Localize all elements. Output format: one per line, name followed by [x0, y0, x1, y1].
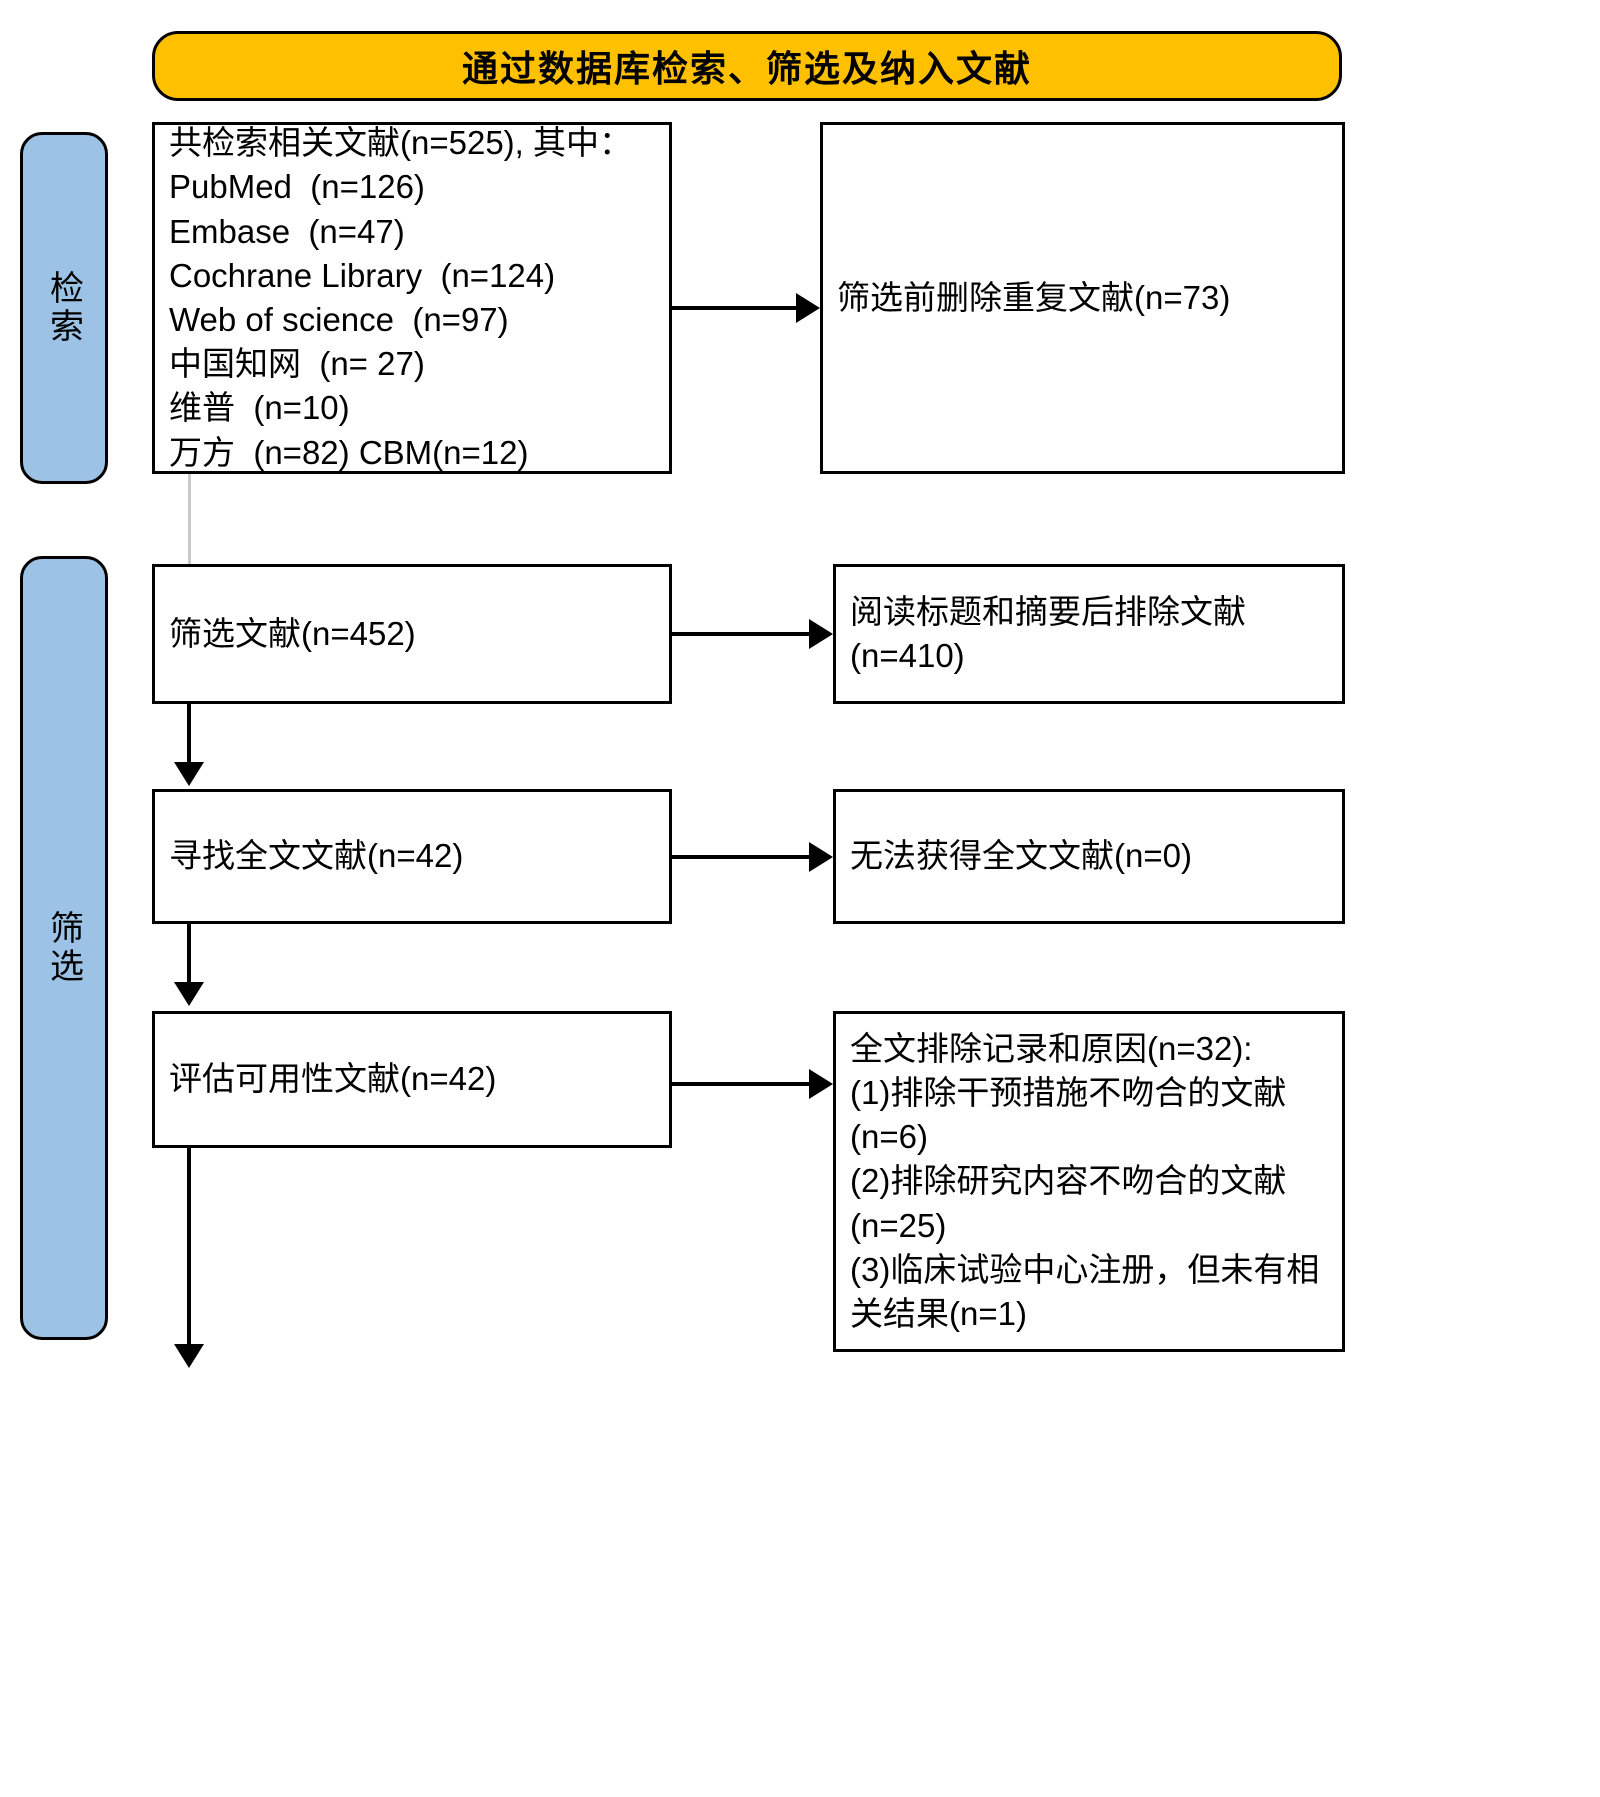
connector-identified-to-duplicates [672, 306, 798, 310]
box-records-identified: 共检索相关文献(n=525), 其中： PubMed (n=126) Embas… [152, 122, 672, 474]
box-fulltext-excluded: 全文排除记录和原因(n=32): (1)排除干预措施不吻合的文献(n=6) (2… [833, 1011, 1345, 1352]
connector-screened-to-sought [187, 704, 191, 766]
arrowhead-assessed-to-included [174, 1344, 204, 1368]
box-duplicates-removed: 筛选前删除重复文献(n=73) [820, 122, 1345, 474]
banner-title: 通过数据库检索、筛选及纳入文献 [152, 31, 1342, 101]
box-fulltext-not-retrieved-text: 无法获得全文文献(n=0) [850, 837, 1192, 875]
box-fulltext-sought-text: 寻找全文文献(n=42) [169, 837, 464, 875]
box-fulltext-excluded-text: 全文排除记录和原因(n=32): (1)排除干预措施不吻合的文献(n=6) (2… [850, 1029, 1320, 1333]
connector-screened-to-excluded [672, 632, 811, 636]
box-records-screened: 筛选文献(n=452) [152, 564, 672, 704]
box-duplicates-removed-text: 筛选前删除重复文献(n=73) [837, 278, 1231, 316]
box-fulltext-assessed: 评估可用性文献(n=42) [152, 1011, 672, 1148]
box-fulltext-sought: 寻找全文文献(n=42) [152, 789, 672, 924]
box-records-excluded-title-abstract: 阅读标题和摘要后排除文献(n=410) [833, 564, 1345, 704]
banner-title-text: 通过数据库检索、筛选及纳入文献 [461, 48, 1032, 89]
box-records-screened-text: 筛选文献(n=452) [169, 614, 416, 652]
connector-sought-to-not-retrieved [672, 855, 811, 859]
stage-label-identification: 检索 [44, 270, 83, 346]
stage-bar-identification: 检索 [20, 132, 108, 484]
stage-label-screening: 筛选 [44, 910, 83, 986]
connector-assessed-to-included [187, 1148, 191, 1348]
box-records-excluded-title-abstract-text: 阅读标题和摘要后排除文献(n=410) [850, 592, 1246, 674]
stage-bar-screening: 筛选 [20, 556, 108, 1340]
arrowhead-identified-to-duplicates [796, 293, 820, 323]
arrowhead-screened-to-excluded [809, 619, 833, 649]
arrowhead-sought-to-assessed [174, 982, 204, 1006]
box-records-identified-text: 共检索相关文献(n=525), 其中： PubMed (n=126) Embas… [169, 124, 632, 471]
box-fulltext-not-retrieved: 无法获得全文文献(n=0) [833, 789, 1345, 924]
arrowhead-screened-to-sought [174, 762, 204, 786]
connector-sought-to-assessed [187, 924, 191, 986]
connector-identified-to-screened [188, 474, 191, 564]
arrowhead-assessed-to-excluded [809, 1069, 833, 1099]
arrowhead-sought-to-not-retrieved [809, 842, 833, 872]
connector-assessed-to-excluded [672, 1082, 811, 1086]
box-fulltext-assessed-text: 评估可用性文献(n=42) [169, 1060, 497, 1098]
